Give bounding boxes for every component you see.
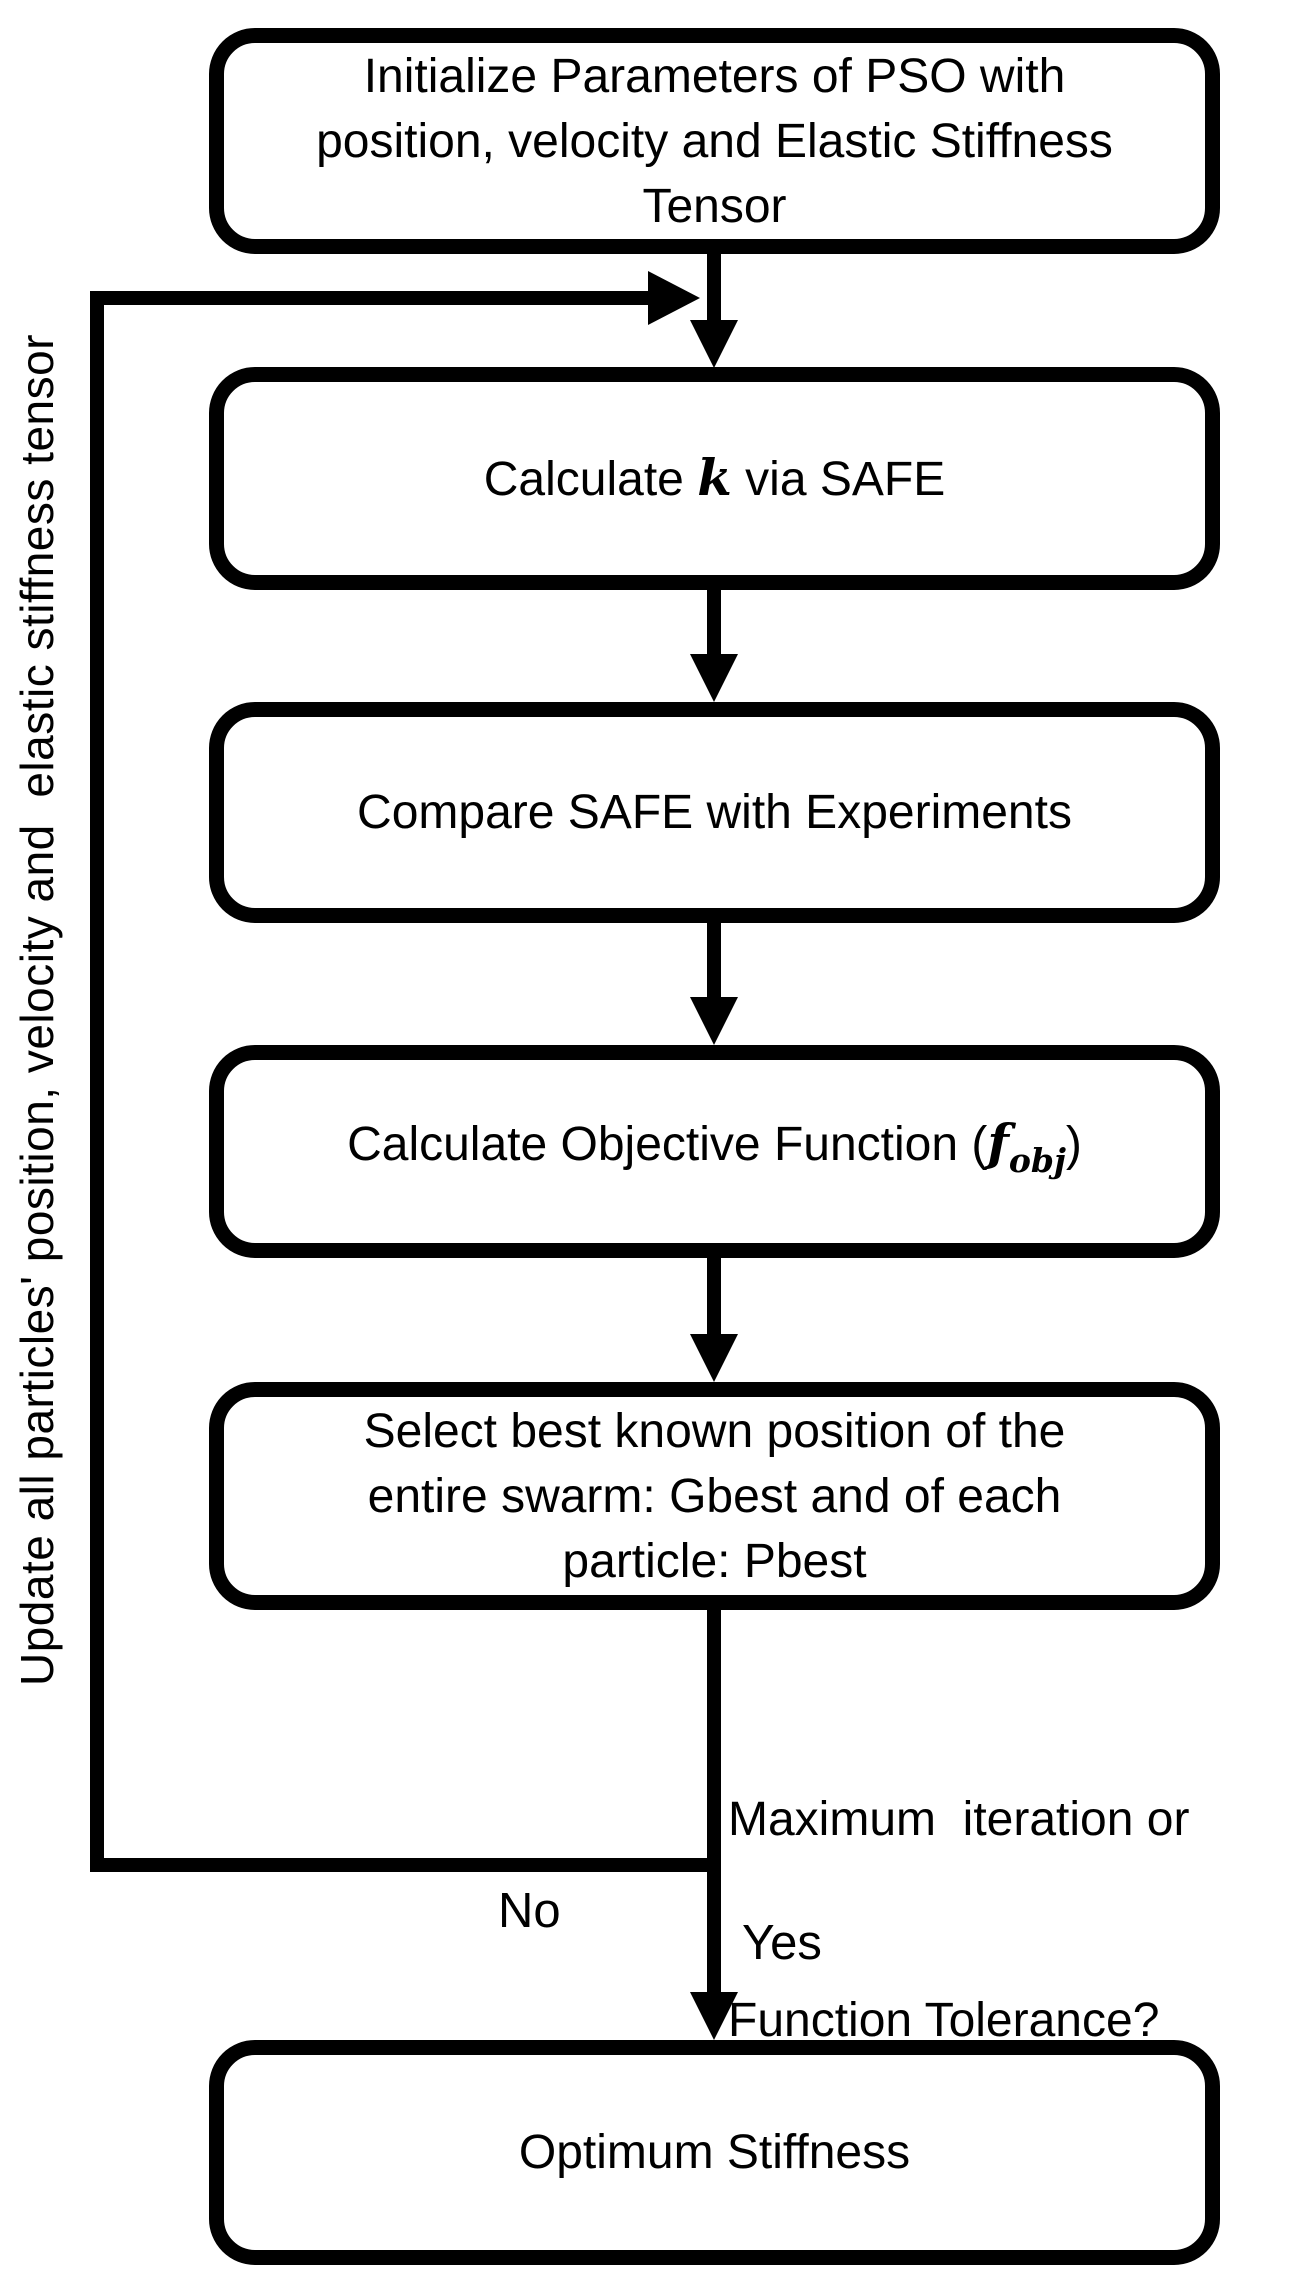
box-initialize-line3: Tensor: [642, 179, 787, 233]
arrow-calc-to-compare-head-icon: [690, 654, 738, 702]
box-select-line2: entire swarm: Gbest and of each: [367, 1469, 1062, 1523]
arrow-compare-to-objective-head-icon: [690, 997, 738, 1045]
box-initialize-parameters: Initialize Parameters of PSO with positi…: [209, 28, 1220, 254]
arrow-calc-to-compare-line: [707, 588, 721, 656]
calc-k-post: via SAFE: [731, 453, 946, 506]
arrow-init-to-calc-head-icon: [690, 320, 738, 368]
box-calculate-k-via-safe: Calculate k via SAFE: [209, 367, 1220, 590]
loop-update-note: Update all particles' position, velocity…: [11, 333, 63, 1687]
arrow-objective-to-select-head-icon: [690, 1334, 738, 1382]
arrow-objective-to-select-line: [707, 1256, 721, 1336]
box-compare-safe-experiments: Compare SAFE with Experiments: [209, 702, 1220, 923]
arrow-select-to-optimum-head-icon: [690, 1992, 738, 2040]
box-optimum-stiffness: Optimum Stiffness: [209, 2040, 1220, 2265]
box-select-best-position: Select best known position of the entire…: [209, 1382, 1220, 1610]
yes-branch-label: Yes: [742, 1916, 822, 1970]
decision-line2: Function Tolerance?: [728, 1994, 1160, 2047]
calc-k-pre: Calculate: [483, 453, 698, 506]
decision-question-label: Maximum iteration or Function Tolerance?: [728, 1652, 1189, 2188]
decision-line1: Maximum iteration or: [728, 1793, 1190, 1846]
objective-pre: Calculate Objective Function (: [347, 1118, 988, 1171]
box-calculate-k-label: Calculate k via SAFE: [484, 445, 946, 512]
box-select-line3: particle: Pbest: [562, 1534, 867, 1588]
box-initialize-line1: Initialize Parameters of PSO with: [363, 49, 1066, 103]
no-branch-label: No: [498, 1884, 561, 1938]
box-objective-function: Calculate Objective Function (fobj): [209, 1045, 1220, 1258]
loopback-top-line: [90, 291, 648, 305]
math-f-subscript: obj: [1008, 1141, 1066, 1180]
box-objective-label: Calculate Objective Function (fobj): [347, 1110, 1082, 1193]
box-compare-label: Compare SAFE with Experiments: [357, 786, 1072, 839]
arrow-init-to-calc-line: [707, 254, 721, 324]
box-select-line1: Select best known position of the: [363, 1404, 1066, 1458]
objective-post: ): [1065, 1118, 1082, 1171]
math-k-symbol: k: [697, 448, 732, 507]
box-optimum-label: Optimum Stiffness: [518, 2126, 911, 2179]
math-f-symbol: f: [987, 1113, 1009, 1172]
loopback-bottom-line: [90, 1858, 721, 1872]
box-initialize-line2: position, velocity and Elastic Stiffness: [316, 114, 1113, 168]
loopback-arrow-head-icon: [648, 271, 700, 325]
arrow-select-to-optimum-line: [707, 1608, 721, 1994]
loopback-left-line: [90, 291, 104, 1872]
arrow-compare-to-objective-line: [707, 921, 721, 999]
